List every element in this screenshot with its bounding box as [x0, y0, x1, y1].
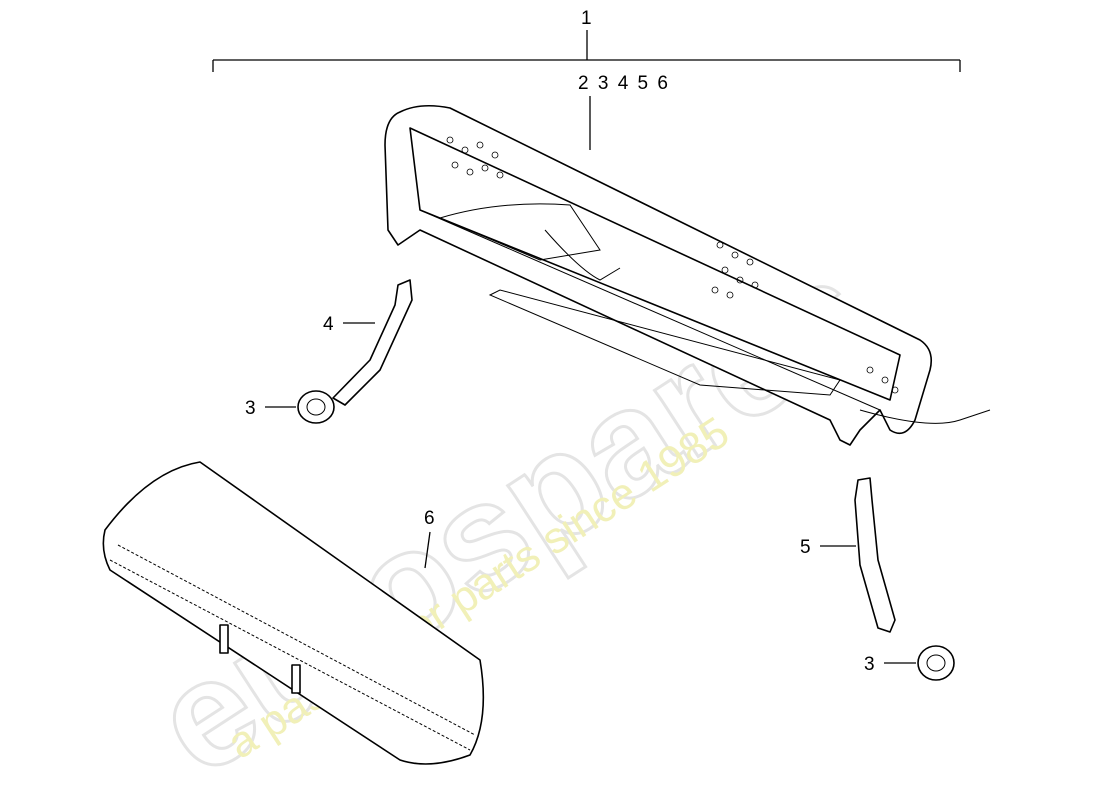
callout-1[interactable]: 1 — [581, 8, 592, 29]
right-trim-part[interactable] — [854, 477, 896, 633]
mesh-pattern — [446, 136, 899, 394]
callout-5[interactable]: 5 — [800, 537, 811, 558]
callout-6[interactable]: 6 — [424, 508, 435, 529]
callout-2-3-4-5-6[interactable]: 2 3 4 5 6 — [578, 73, 668, 94]
left-cap-part[interactable] — [297, 390, 335, 424]
storage-bag[interactable] — [102, 461, 485, 765]
left-trim-part[interactable] — [332, 279, 413, 406]
wind-deflector[interactable] — [384, 104, 991, 446]
callout-4[interactable]: 4 — [323, 314, 334, 335]
callout-3-left[interactable]: 3 — [245, 398, 256, 419]
callout-3-right[interactable]: 3 — [864, 654, 875, 675]
right-cap-part[interactable] — [917, 645, 955, 681]
assembly-bracket — [212, 30, 961, 72]
